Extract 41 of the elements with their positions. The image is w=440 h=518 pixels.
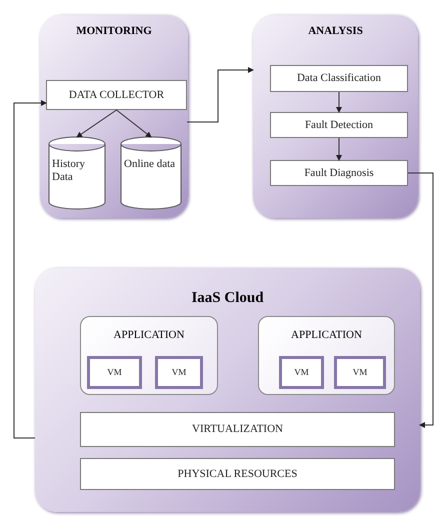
vm-box: [87, 356, 142, 389]
rounded-panel: [35, 268, 420, 512]
database-cylinder: [48, 136, 106, 210]
node-label: VM: [352, 367, 368, 378]
node-label: DATA COLLECTOR: [68, 88, 164, 102]
rounded-box: [80, 316, 218, 395]
node-label: VIRTUALIZATION: [192, 423, 283, 436]
process-box: [270, 112, 408, 138]
panel-title: MONITORING: [75, 25, 153, 37]
box-title: APPLICATION: [290, 329, 363, 341]
node-label: History Data: [52, 158, 86, 184]
node-label: Data Classification: [296, 72, 381, 85]
node-label: PHYSICAL RESOURCES: [178, 468, 298, 480]
panel-title: ANALYSIS: [307, 25, 364, 37]
arrow: [336, 92, 342, 113]
database-cylinder: [120, 136, 182, 210]
rounded-panel: [253, 15, 418, 218]
process-box: [270, 65, 408, 92]
process-box: [80, 458, 395, 490]
node-label: VM: [294, 367, 309, 378]
node-label: VM: [107, 367, 122, 378]
node-label: Online data: [124, 158, 176, 171]
vm-box: [334, 356, 386, 389]
arrow: [76, 110, 117, 138]
arrow: [116, 110, 152, 138]
node-label: VM: [172, 367, 186, 378]
process-box: [80, 412, 395, 447]
rounded-panel: [40, 15, 188, 218]
arrow: [336, 138, 342, 161]
process-box: [270, 160, 408, 186]
rounded-box: [258, 316, 395, 395]
vm-box: [155, 356, 203, 389]
vm-box: [279, 356, 324, 389]
arrow: [14, 100, 47, 438]
panel-title: IaaS Cloud: [190, 290, 265, 307]
box-title: APPLICATION: [112, 329, 186, 341]
arrow: [186, 67, 254, 122]
process-box: [46, 80, 187, 110]
node-label: Fault Diagnosis: [304, 166, 374, 180]
node-label: Fault Detection: [304, 118, 374, 132]
arrow: [408, 172, 434, 428]
